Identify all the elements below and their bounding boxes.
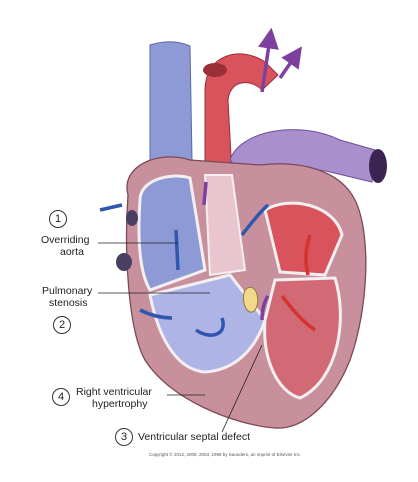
purple-flow-arrow [258, 27, 279, 93]
purple-flow-arrow [202, 181, 208, 206]
blue-flow-arrow [174, 229, 180, 271]
red-flow-arrow [280, 294, 316, 332]
aorta-root-mixed [203, 174, 247, 277]
left-atrium [263, 201, 344, 277]
vessel-opening [126, 210, 138, 226]
label-pulmonary: Pulmonary [42, 285, 93, 297]
annotation-number-3: 3 [115, 428, 133, 446]
purple-flow-arrow [278, 46, 302, 79]
annotation-number-1: 1 [49, 210, 67, 228]
label-stenosis: stenosis [49, 297, 88, 309]
inferior-vena-cava-opening [116, 253, 132, 271]
label-hypertrophy: hypertrophy [92, 398, 148, 410]
label-ventricular-septal-defect: Ventricular septal defect [138, 431, 251, 443]
pulmonary-artery-opening [369, 149, 387, 183]
red-flow-arrow [304, 234, 312, 276]
superior-vena-cava [149, 41, 193, 166]
aorta-branch-opening [203, 63, 227, 77]
annotation-number-4: 4 [52, 388, 70, 406]
flow-arrows [99, 27, 316, 337]
label-aorta: aorta [60, 246, 84, 258]
blue-flow-arrow [139, 308, 173, 320]
right-ventricle [148, 273, 267, 374]
right-atrium [137, 174, 207, 292]
left-ventricle [263, 276, 342, 400]
leader-lines [98, 242, 263, 433]
label-right-ventricular: Right ventricular [76, 386, 152, 398]
septal-defect-shape [242, 287, 259, 313]
copyright-text: Copyright © 2012, 2008, 2003, 1998 by Sa… [148, 452, 302, 457]
blue-flow-arrow [99, 203, 123, 212]
label-overriding: Overriding [41, 234, 90, 246]
blue-flow-arrow [194, 317, 225, 337]
annotation-number-2: 2 [53, 316, 71, 334]
blue-flow-arrow [240, 203, 270, 237]
purple-flow-arrow [260, 295, 270, 321]
